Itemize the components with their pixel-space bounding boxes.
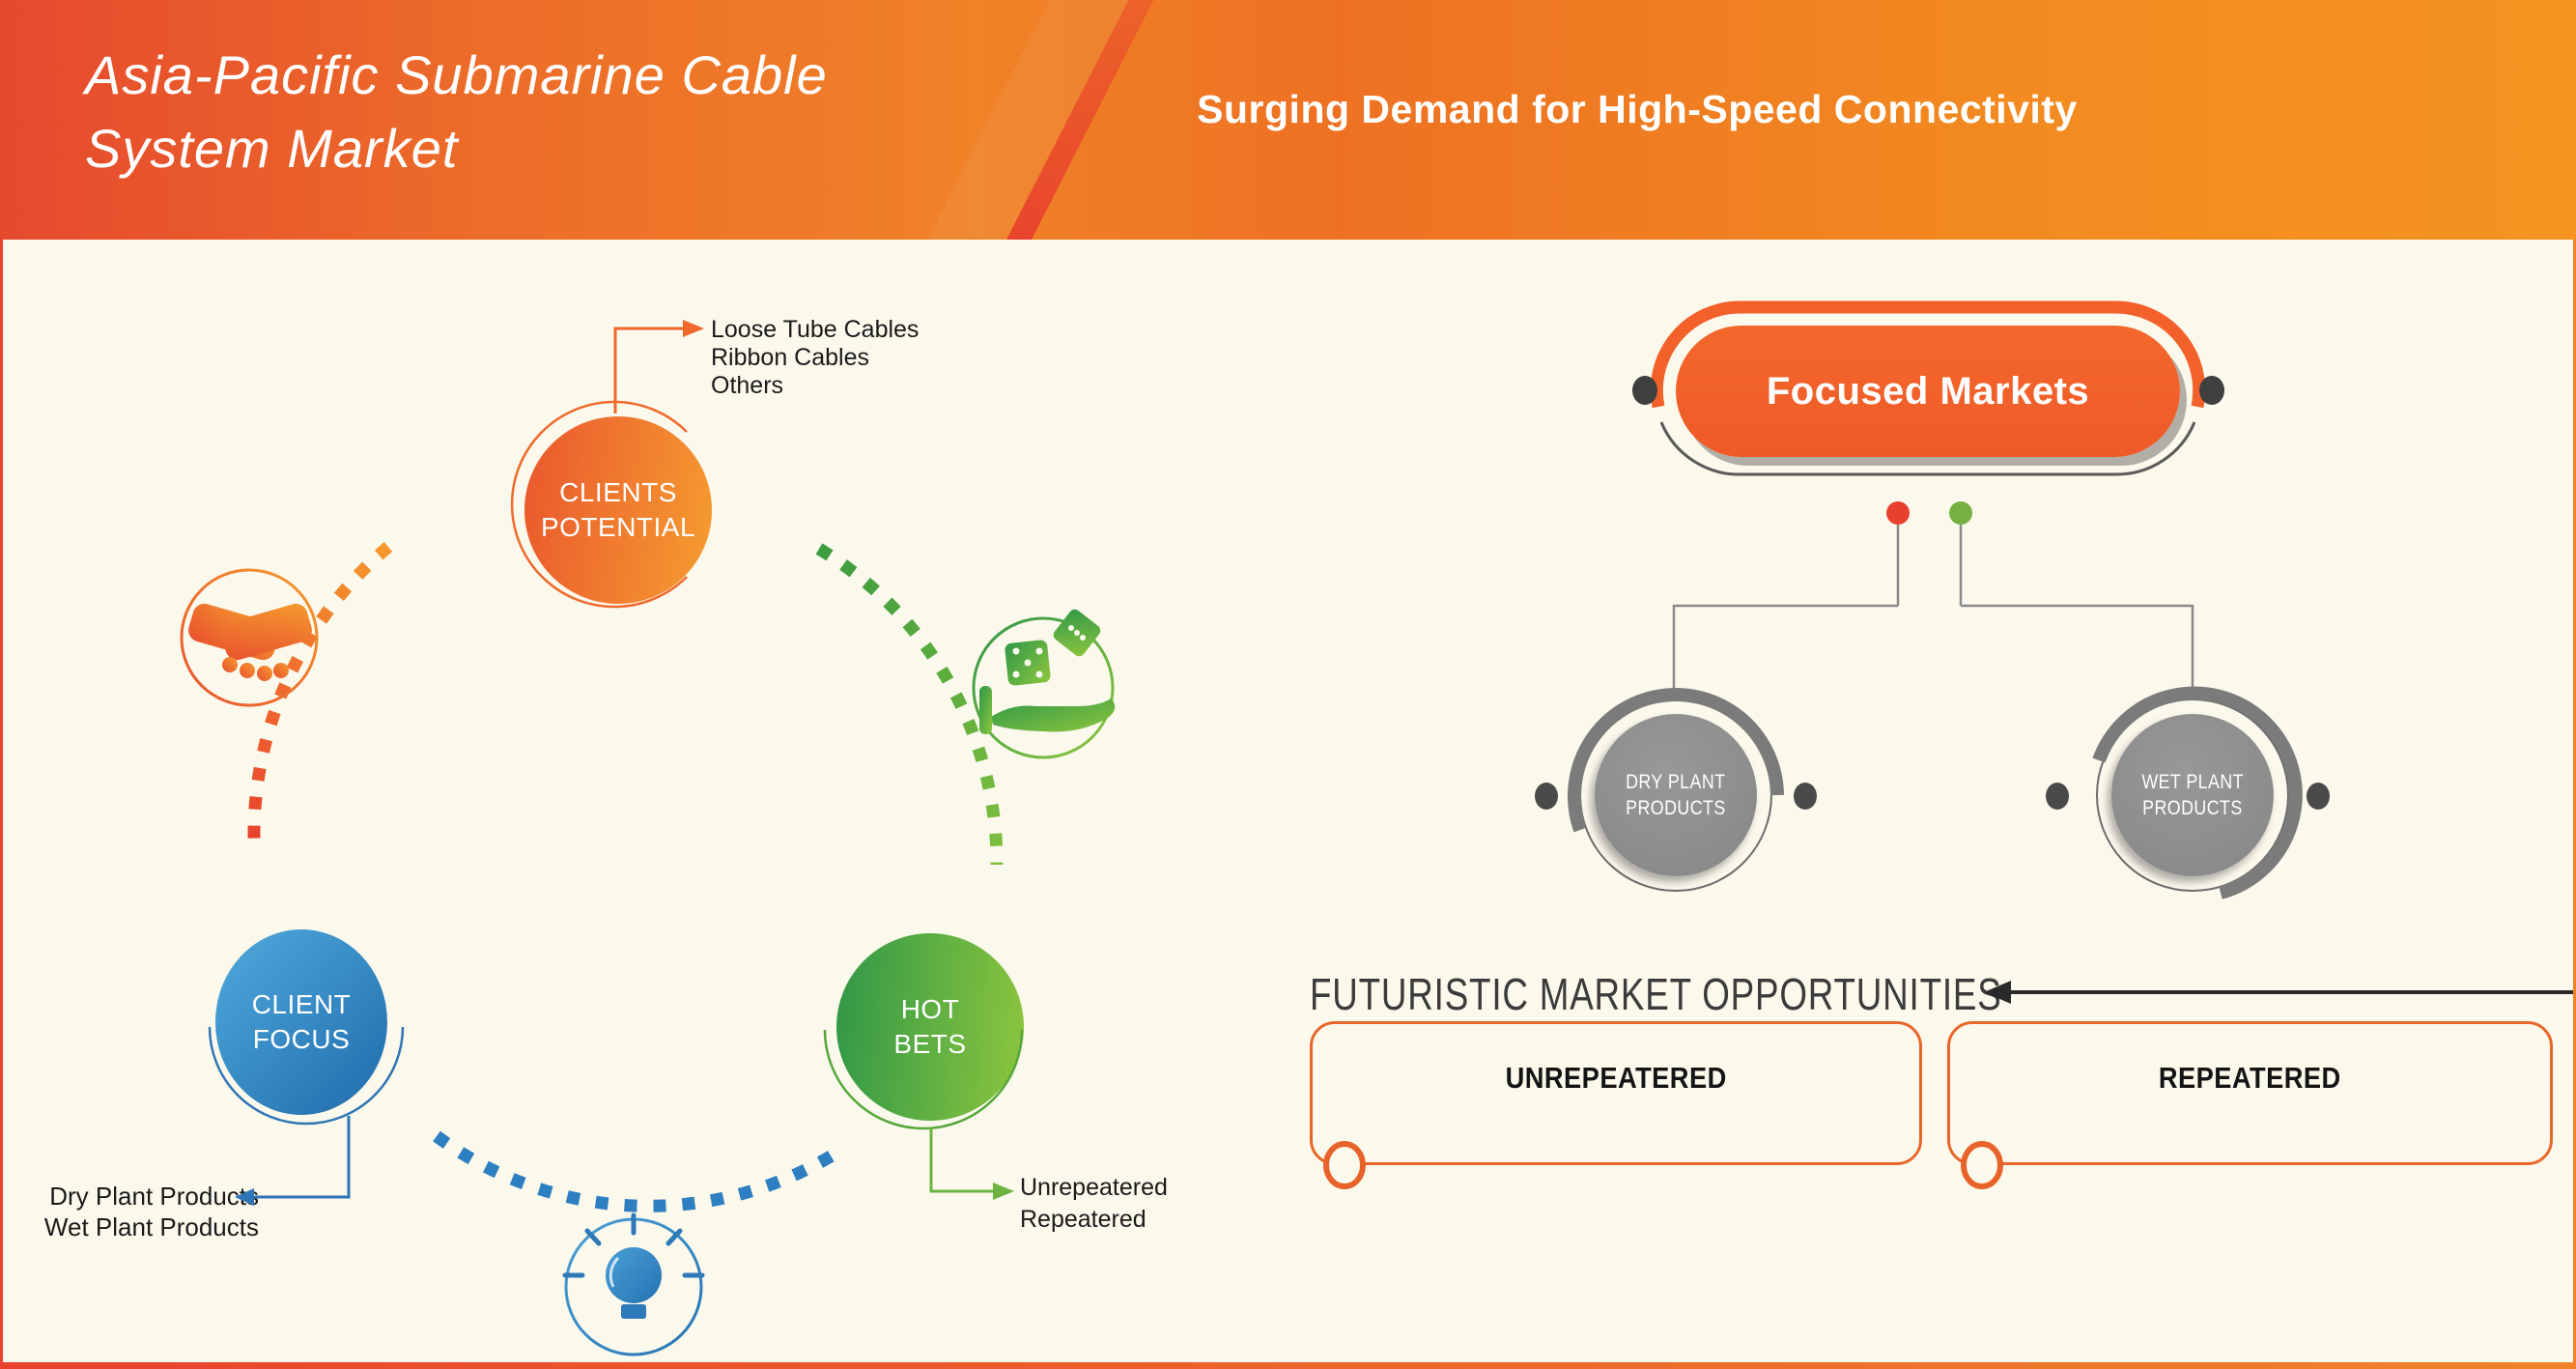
node-client-focus: CLIENT FOCUS: [215, 929, 387, 1115]
list-item: Others: [711, 372, 784, 399]
red-pin-dot: [1886, 501, 1910, 525]
page-border-bottom: [0, 1362, 2576, 1369]
dry-plant-products-circle: DRY PLANT PRODUCTS: [1595, 714, 1757, 876]
dry-plant-label2: PRODUCTS: [1626, 797, 1726, 819]
header-banner: Asia-Pacific Submarine Cable System Mark…: [0, 0, 2576, 240]
wet-plant-label1: WET PLANT: [2141, 771, 2244, 793]
dice-in-hand-icon: [972, 609, 1116, 759]
connector-hot-bets: [929, 1127, 1014, 1200]
unrepeatered-box-label: UNREPEATERED: [1505, 1061, 1727, 1095]
opportunities-heading-text: FUTURISTIC MARKET OPPORTUNITIES: [1310, 969, 2002, 1019]
list-item: Wet Plant Products: [43, 1212, 259, 1241]
page-title-line1: Asia-Pacific Submarine Cable: [85, 44, 828, 105]
list-item: Unrepeatered: [1020, 1174, 1168, 1201]
wet-plant-products-circle: WET PLANT PRODUCTS: [2111, 714, 2274, 876]
unrepeatered-box: UNREPEATERED: [1310, 1021, 1922, 1165]
capsule-right-dot: [2199, 376, 2224, 405]
capsule-left-dot: [1632, 376, 1657, 405]
repeatered-box: REPEATERED: [1947, 1021, 2553, 1165]
orange-dotted-arc: [247, 542, 393, 840]
connector-clients-potential: [613, 320, 704, 414]
node-client-focus-label2: FOCUS: [252, 1024, 351, 1054]
dry-plant-label1: DRY PLANT: [1626, 771, 1726, 793]
node-clients-potential: CLIENTS POTENTIAL: [524, 416, 712, 604]
page-border-right: [2573, 240, 2576, 1362]
opportunities-heading: FUTURISTIC MARKET OPPORTUNITIES: [1310, 968, 2175, 1020]
node-hot-bets: HOT BETS: [836, 933, 1024, 1121]
list-item: Dry Plant Products: [49, 1182, 259, 1211]
node-client-focus-label1: CLIENT: [251, 989, 352, 1019]
focused-markets-title: Focused Markets: [1766, 369, 2090, 413]
list-item: Ribbon Cables: [711, 344, 869, 371]
focused-markets-capsule: Focused Markets: [1676, 326, 2180, 457]
list-item: Loose Tube Cables: [711, 316, 920, 343]
lightbulb-icon: [562, 1212, 705, 1356]
green-pin-dot: [1949, 501, 1972, 525]
node-clients-potential-label1: CLIENTS: [559, 477, 677, 507]
page-subtitle: Surging Demand for High-Speed Connectivi…: [1197, 87, 2078, 131]
hot-bets-items: Unrepeatered Repeatered: [1020, 1172, 1168, 1236]
green-dotted-arc: [815, 543, 1004, 866]
list-item: Repeatered: [1020, 1206, 1146, 1233]
page-border-left: [0, 240, 3, 1362]
repeatered-box-label: REPEATERED: [2159, 1061, 2341, 1095]
arrowhead-right-icon: [993, 1183, 1014, 1200]
tree-lines: [1672, 525, 2194, 692]
node-hot-bets-label1: HOT: [900, 994, 960, 1024]
handshake-icon: [180, 568, 319, 707]
node-hot-bets-label2: BETS: [893, 1029, 967, 1059]
client-focus-items: Dry Plant Products Wet Plant Products: [39, 1181, 259, 1242]
page-title-line2: System Market: [85, 118, 459, 179]
page-title: Asia-Pacific Submarine Cable System Mark…: [85, 39, 828, 185]
clients-potential-items: Loose Tube Cables Ribbon Cables Others: [711, 316, 919, 400]
arrowhead-right-icon: [683, 320, 704, 337]
wet-plant-label2: PRODUCTS: [2142, 797, 2243, 819]
blue-dotted-arc: [433, 1130, 842, 1212]
node-clients-potential-label2: POTENTIAL: [540, 512, 696, 542]
